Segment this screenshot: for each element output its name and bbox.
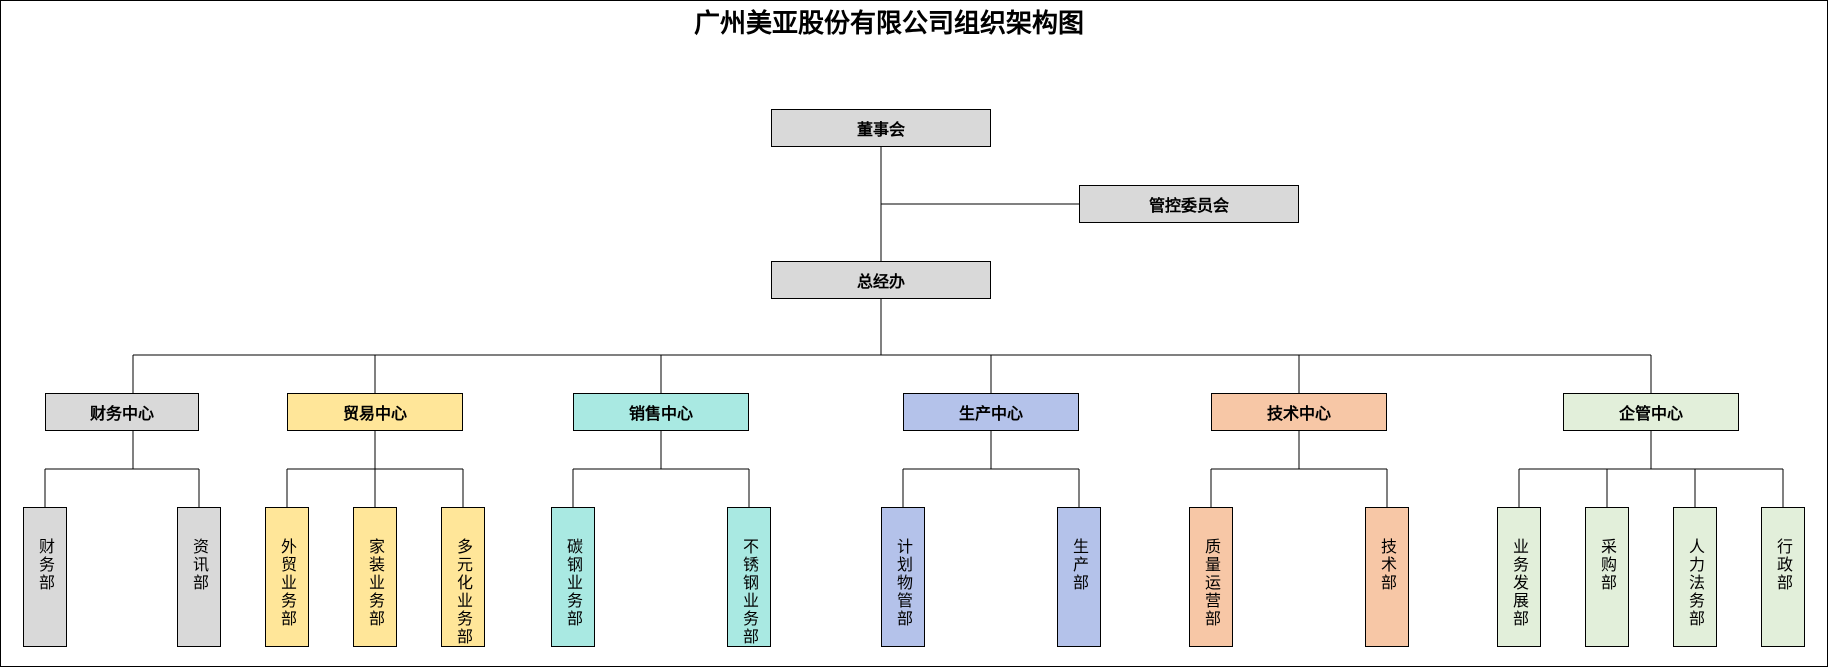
dept-label: 碳钢业务部 [564,538,583,628]
center-sales: 销售中心 [573,393,749,431]
center-production: 生产中心 [903,393,1079,431]
dept-label: 业务发展部 [1510,538,1529,628]
gm-office-box: 总经办 [771,261,991,299]
center-enterprise: 企管中心 [1563,393,1739,431]
dept-box: 计划物管部 [881,507,925,647]
dept-label: 外贸业务部 [278,538,297,628]
dept-box: 不锈钢业务部 [727,507,771,647]
dept-label: 财务部 [36,538,55,592]
dept-box: 外贸业务部 [265,507,309,647]
dept-box: 家装业务部 [353,507,397,647]
center-trade: 贸易中心 [287,393,463,431]
dept-box: 质量运营部 [1189,507,1233,647]
dept-box: 人力法务部 [1673,507,1717,647]
dept-box: 资讯部 [177,507,221,647]
dept-label: 生产部 [1070,538,1089,592]
center-tech: 技术中心 [1211,393,1387,431]
dept-label: 人力法务部 [1686,538,1705,628]
dept-label: 采购部 [1598,538,1617,592]
board-box: 董事会 [771,109,991,147]
dept-box: 行政部 [1761,507,1805,647]
dept-box: 碳钢业务部 [551,507,595,647]
dept-box: 生产部 [1057,507,1101,647]
dept-label: 计划物管部 [894,538,913,628]
dept-box: 采购部 [1585,507,1629,647]
dept-box: 技术部 [1365,507,1409,647]
dept-label: 家装业务部 [366,538,385,628]
dept-box: 业务发展部 [1497,507,1541,647]
dept-box: 财务部 [23,507,67,647]
dept-label: 多元化业务部 [454,538,473,646]
dept-label: 不锈钢业务部 [740,538,759,646]
dept-label: 质量运营部 [1202,538,1221,628]
dept-label: 资讯部 [190,538,209,592]
chart-title: 广州美亚股份有限公司组织架构图 [693,9,1084,39]
dept-label: 行政部 [1774,538,1793,592]
committee-box: 管控委员会 [1079,185,1299,223]
center-finance: 财务中心 [45,393,199,431]
dept-label: 技术部 [1378,538,1397,592]
dept-box: 多元化业务部 [441,507,485,647]
